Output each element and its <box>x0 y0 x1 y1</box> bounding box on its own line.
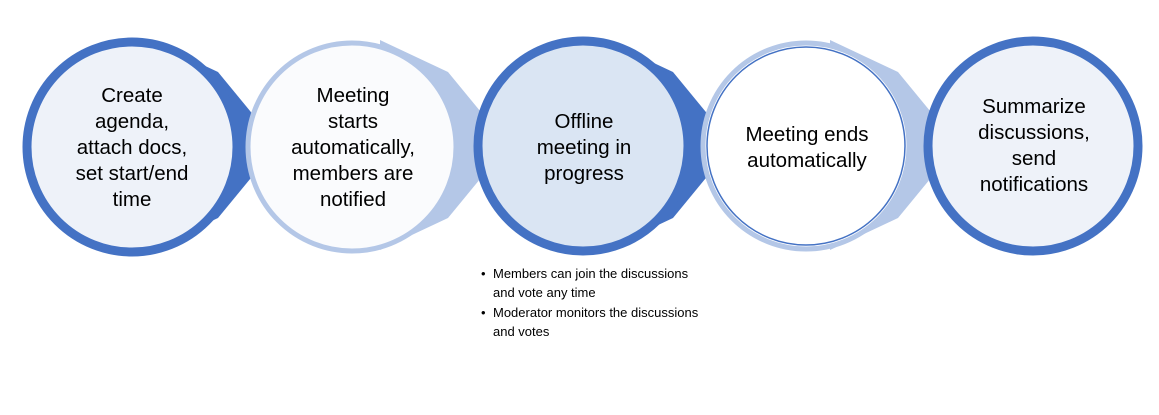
step-1-label: Create agenda, attach docs, set start/en… <box>75 84 189 211</box>
note-text: Moderator monitors the discussions and v… <box>493 305 699 339</box>
step-5-circle <box>923 36 1143 256</box>
note-text: Members can join the discussions and vot… <box>493 266 689 300</box>
step-2-label: Meeting starts automatically, members ar… <box>291 84 415 211</box>
bullet-icon: • <box>481 266 486 281</box>
note-item: • Members can join the discussions and v… <box>481 264 701 302</box>
step-5-label: Summarize discussions, send notification… <box>978 95 1090 196</box>
step-4-label: Meeting ends automatically <box>745 123 869 172</box>
step-4-circle <box>700 40 912 252</box>
step-4-inner-ring <box>706 46 906 246</box>
step-1-circle <box>22 37 242 257</box>
step-2-circle <box>245 40 459 254</box>
step-3-label: Offline meeting in progress <box>536 110 632 185</box>
note-item: • Moderator monitors the discussions and… <box>481 303 701 341</box>
bullet-icon: • <box>481 305 486 320</box>
step-3-notes: • Members can join the discussions and v… <box>481 264 701 342</box>
step-3-circle <box>473 36 693 256</box>
